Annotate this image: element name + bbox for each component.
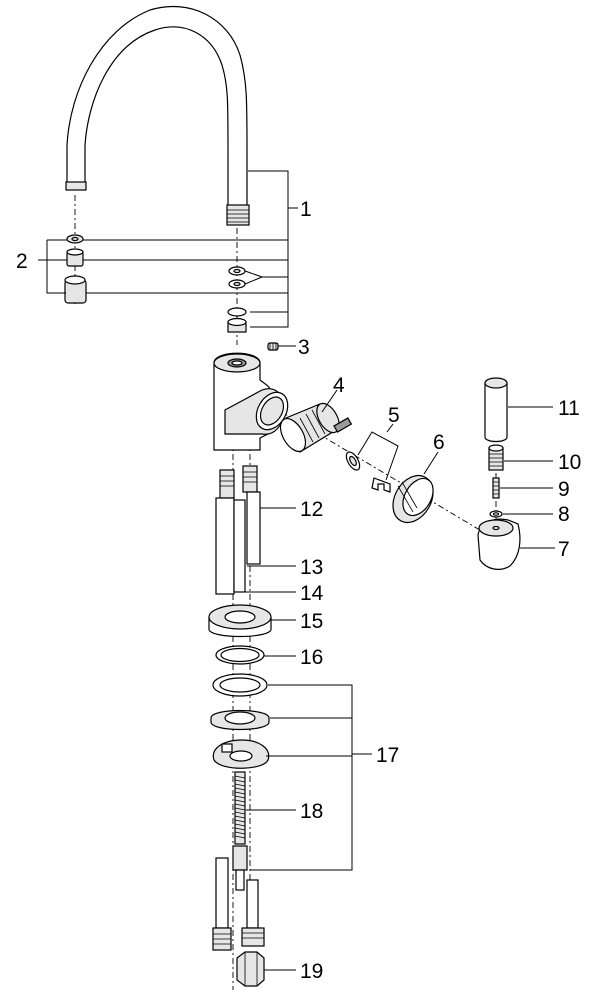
part-2-aerator: [64, 234, 87, 304]
part-17-mounting-washers: [210, 673, 270, 769]
part-6-sleeve: [392, 474, 434, 524]
callout-9: 9: [558, 478, 570, 501]
callout-13: 13: [300, 556, 323, 579]
part-16-gasket: [215, 645, 265, 665]
callout-2: 2: [16, 250, 28, 273]
callout-5: 5: [388, 404, 400, 427]
callout-6: 6: [433, 431, 445, 454]
callout-16: 16: [300, 646, 323, 669]
part-15-base-plate: [208, 604, 272, 638]
part-5-ring-clip: [345, 451, 391, 493]
part-19-nut: [236, 951, 265, 987]
callout-8: 8: [558, 503, 570, 526]
parts-12-14-hoses: [215, 465, 261, 595]
leader-lines: [38, 170, 555, 971]
part-18-threaded-rod: [232, 771, 248, 891]
callout-4: 4: [333, 374, 345, 397]
callout-18: 18: [300, 800, 323, 823]
part-9-pin: [492, 477, 500, 499]
tap-body: [213, 352, 289, 451]
part-7-handle-base: [477, 518, 521, 570]
callout-17: 17: [376, 744, 399, 767]
part-11-lever: [484, 377, 508, 443]
callout-15: 15: [300, 610, 323, 633]
callout-19: 19: [300, 960, 323, 983]
callout-12: 12: [300, 498, 323, 521]
hose-lower-ends: [212, 857, 265, 951]
callout-labels: 1 2 3 4 5 6 7 8 9 10 11 12 13 14 15 16 1…: [16, 198, 581, 983]
part-10-adapter: [488, 444, 504, 471]
part-4-cartridge: [279, 402, 353, 453]
part-8-o-ring: [489, 510, 503, 518]
callout-3: 3: [298, 336, 310, 359]
part-3-screw: [267, 342, 279, 351]
callout-7: 7: [558, 538, 570, 561]
part-1-spout: [65, 5, 250, 226]
callout-10: 10: [558, 451, 581, 474]
callout-14: 14: [300, 582, 324, 605]
callout-1: 1: [300, 198, 312, 221]
callout-11: 11: [558, 397, 580, 420]
